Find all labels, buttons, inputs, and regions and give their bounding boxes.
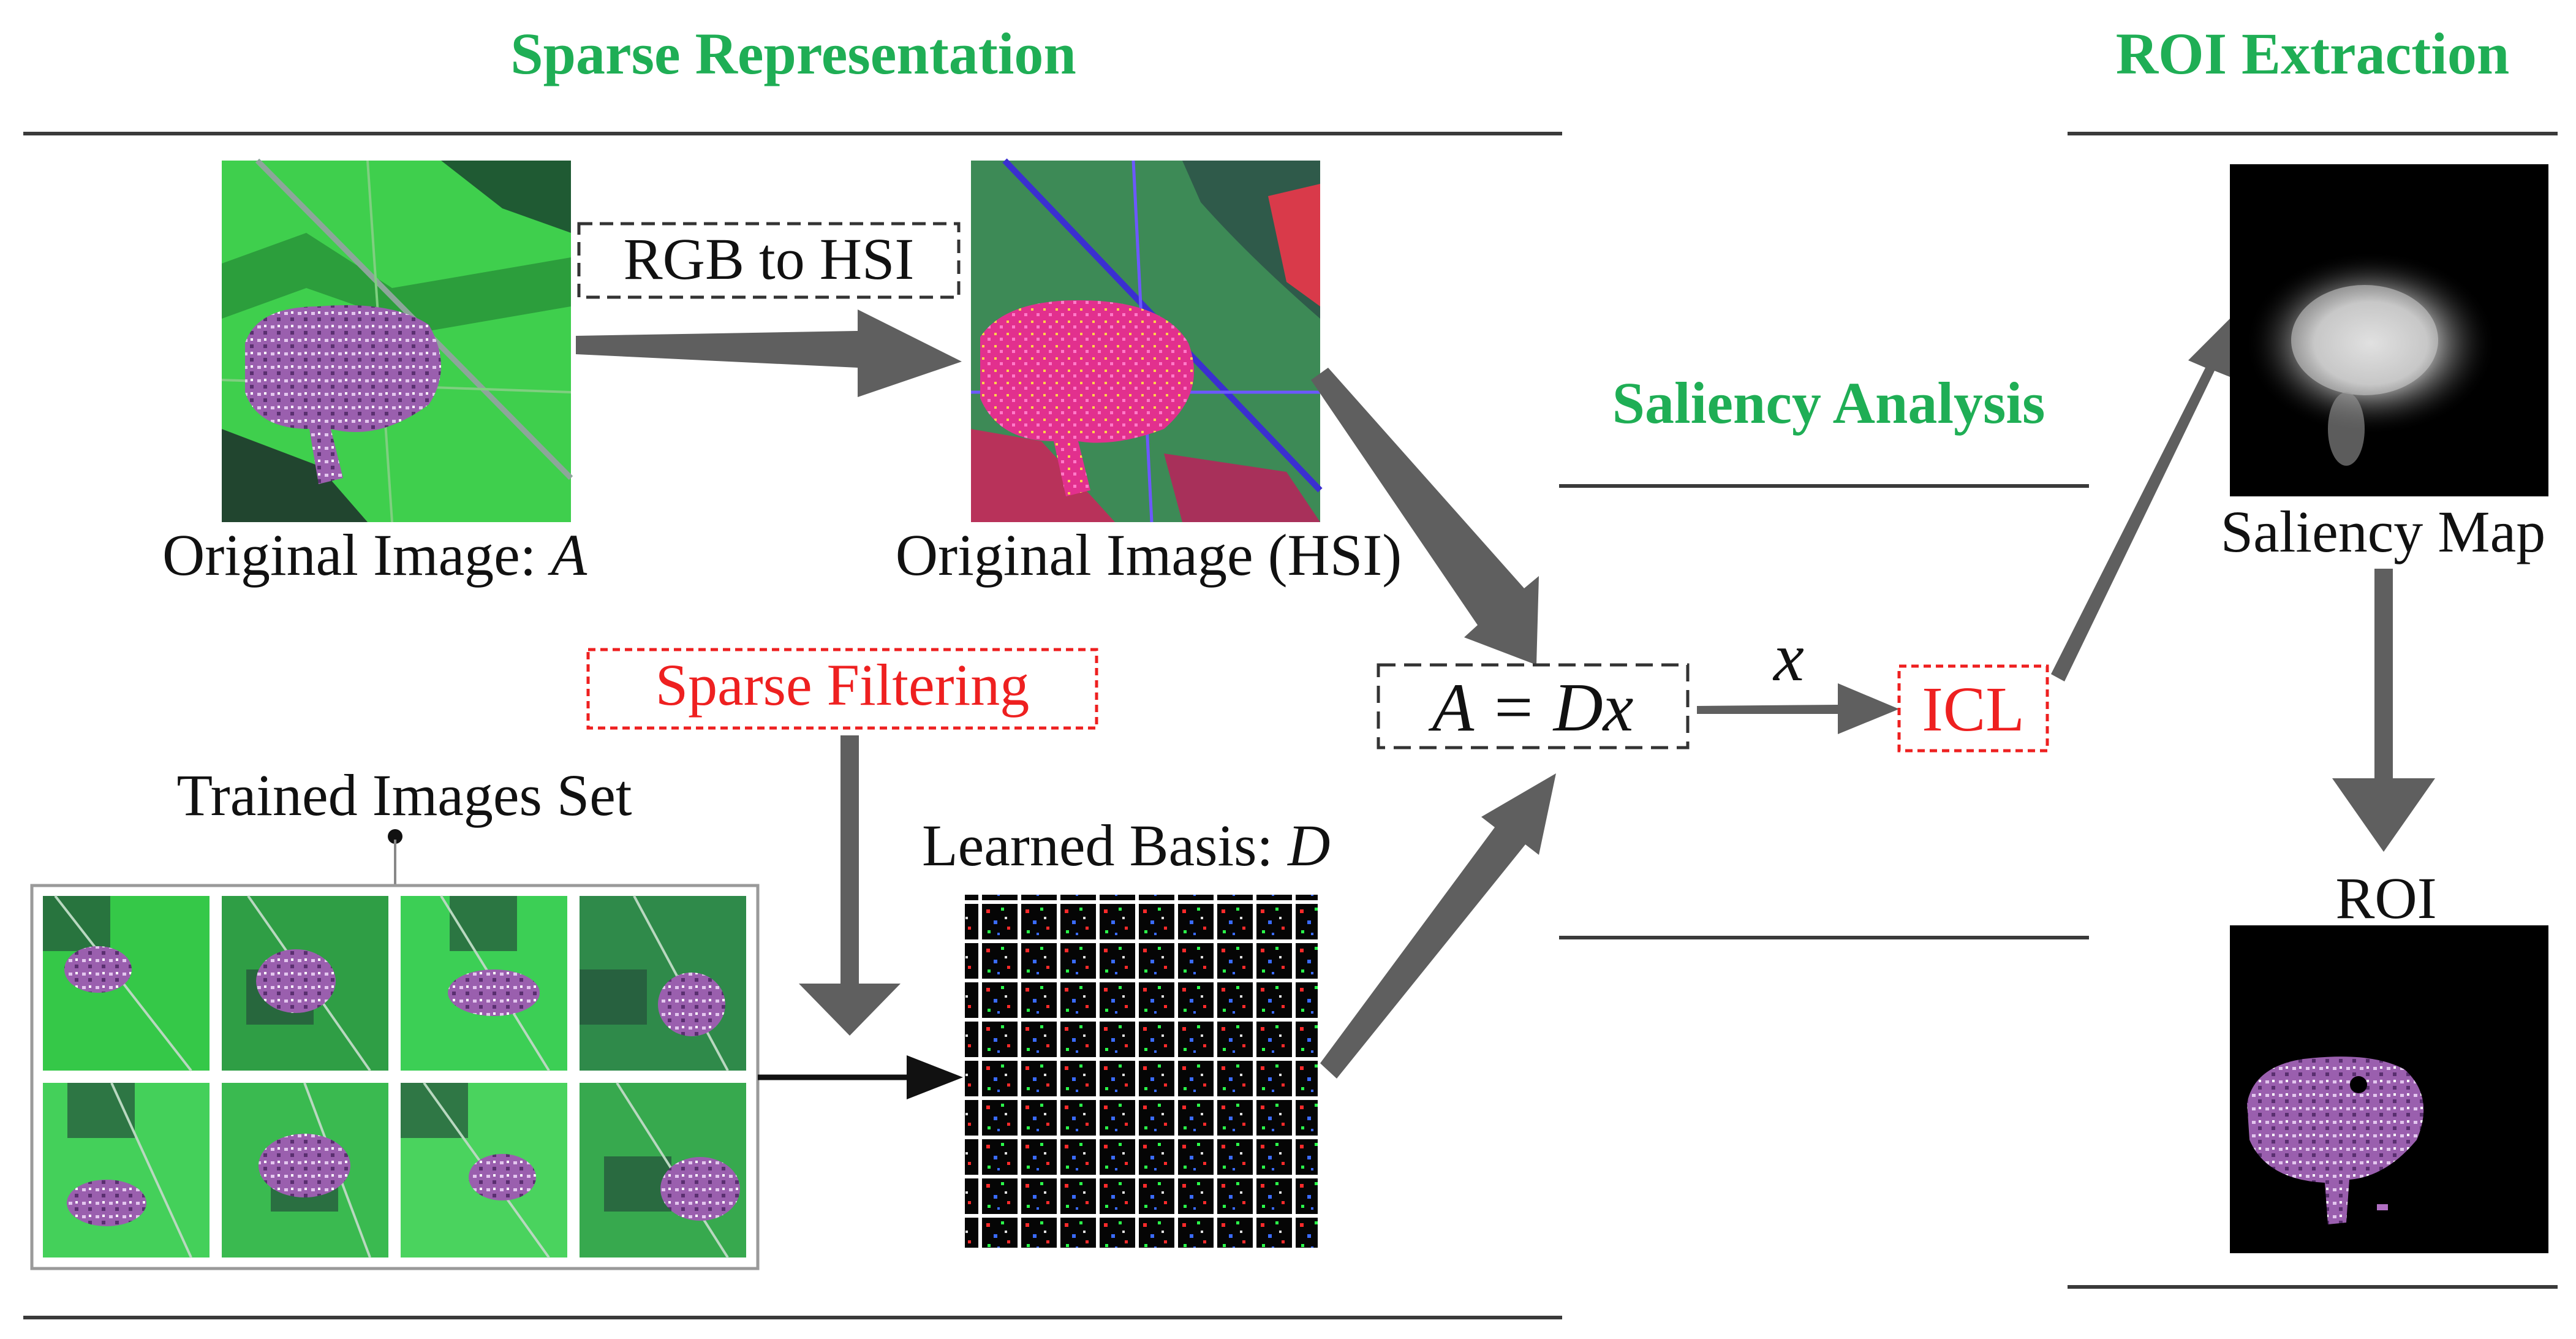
roi-extraction-heading: ROI Extraction [2116, 21, 2510, 86]
learned-basis-grid [965, 895, 1318, 1248]
rgb-to-hsi-box [577, 222, 961, 299]
sparse-filtering-arrow [799, 735, 901, 1036]
trained-image-tile [222, 1082, 388, 1258]
saliency-map-label: Saliency Map [2221, 499, 2546, 564]
trained-image-tile [401, 1082, 567, 1259]
icl-box [1897, 664, 2049, 753]
original-image-thumbnail [221, 158, 573, 523]
trained-image-tile [580, 1082, 746, 1259]
trained-images-set-label: Trained Images Set [176, 762, 632, 828]
trained-to-basis-arrowhead [907, 1055, 963, 1099]
trained-image-tile [43, 1082, 210, 1258]
hsi-image-thumbnail [971, 158, 1323, 523]
learned-basis-label: Learned Basis: D [922, 813, 1330, 878]
sparse-filtering-box [586, 648, 1098, 730]
rgb-to-hsi-arrow [576, 309, 962, 397]
basis-to-equation-arrow [1320, 773, 1556, 1079]
trained-images-grid [30, 884, 760, 1270]
saliency-to-roi-arrow [2332, 569, 2435, 852]
original-image-label: Original Image: A [162, 522, 587, 588]
rgb-to-hsi-label: RGB to HSI [624, 226, 915, 292]
roi-label: ROI [2335, 865, 2436, 931]
equation-box [1377, 663, 1690, 749]
sparse-filtering-label: Sparse Filtering [655, 652, 1030, 718]
icl-label: ICL [1922, 674, 2025, 745]
original-image-hsi-label: Original Image (HSI) [896, 522, 1402, 588]
trained-image-tile [222, 895, 388, 1072]
connector-dot [388, 829, 402, 844]
roi-image [2230, 925, 2548, 1253]
trained-image-tile [43, 895, 210, 1072]
hsi-to-equation-arrow [1311, 368, 1539, 665]
sparse-representation-heading: Sparse Representation [510, 21, 1076, 86]
trained-image-tile [401, 895, 567, 1072]
trained-image-tile [580, 895, 746, 1071]
equation-to-icl-arrow [1697, 683, 1899, 734]
icl-to-saliency-arrow [2051, 319, 2230, 681]
x-variable-label: x [1772, 620, 1804, 696]
saliency-analysis-heading: Saliency Analysis [1612, 370, 2045, 436]
equation-label: A = Dx [1428, 670, 1634, 746]
saliency-map-image [2230, 164, 2548, 496]
